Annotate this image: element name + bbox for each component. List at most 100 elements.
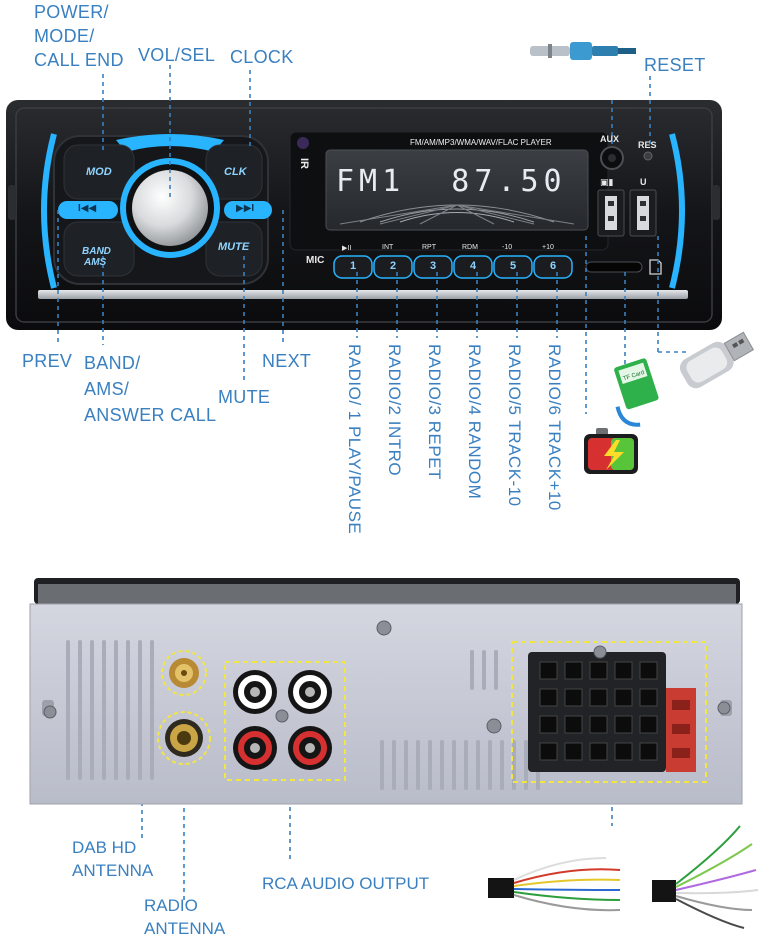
connector-pin (589, 742, 608, 761)
usb-port-1[interactable] (597, 189, 625, 237)
callout-radio5: RADIO/5 TRACK-10 (505, 344, 524, 507)
wiring-connector (511, 641, 707, 783)
chassis-rib (90, 640, 94, 780)
connector-pin (589, 661, 608, 680)
connector-pin (589, 715, 608, 734)
callout-rca-output: RCA AUDIO OUTPUT (262, 874, 430, 893)
mod-button[interactable] (63, 144, 135, 200)
chassis-screws (43, 620, 731, 734)
next-button[interactable] (224, 201, 272, 219)
preset-key-number: 6 (550, 260, 557, 272)
usb1-label: ▣▮ (600, 177, 614, 187)
rca-jack-4 (288, 726, 332, 770)
preset-key-number: 4 (470, 260, 477, 272)
mod-button-label: MOD (86, 166, 112, 178)
aux-label: AUX (600, 134, 620, 144)
chassis-rib (150, 640, 154, 780)
preset-key-top-label: ▶II (342, 245, 352, 252)
connector-pin (639, 715, 658, 734)
chassis-rib (138, 640, 142, 780)
chassis-rib (380, 740, 384, 790)
connector-pin (539, 688, 558, 707)
preset-key-top-label: +10 (542, 244, 554, 251)
callout-radio6: RADIO/6 TRACK+10 (545, 344, 564, 511)
connector-pin (614, 661, 633, 680)
preset-key-top-label: RPT (422, 244, 436, 251)
tf-card-slot[interactable] (585, 259, 662, 275)
right-ports (585, 146, 662, 275)
clk-button-label: CLK (224, 166, 247, 178)
connector-pin (614, 688, 633, 707)
band-ams-button[interactable] (63, 221, 135, 277)
chassis-rib (78, 640, 82, 780)
usb-stick-icon (679, 331, 755, 389)
chassis-rib (126, 640, 130, 780)
ir-label: IR (298, 158, 310, 169)
rca-jack-1 (233, 670, 277, 714)
callout-clock: CLOCK (230, 47, 294, 67)
chassis-rib (470, 650, 474, 690)
volume-knob[interactable] (120, 158, 220, 258)
res-label: RES (638, 140, 657, 150)
rca-jack-3 (233, 726, 277, 770)
connector-pin (614, 715, 633, 734)
ams-button-label: AMS (84, 257, 107, 268)
chassis-rib (452, 740, 456, 790)
preset-key-top-label: RDM (462, 244, 478, 251)
display-area (289, 131, 609, 251)
connector-pin (539, 661, 558, 680)
connector-pin (564, 661, 583, 680)
aux-plug-icon (530, 42, 636, 60)
battery-charging-icon (584, 428, 638, 474)
preset-key-4[interactable] (453, 255, 493, 279)
chassis-rib (524, 740, 528, 790)
chassis-rib (476, 740, 480, 790)
chassis-rib (114, 640, 118, 780)
callout-power: POWER/MODE/CALL END (34, 2, 124, 70)
callout-vol-sel: VOL/SEL (138, 45, 216, 65)
radio-antenna-connector (157, 711, 211, 765)
connector-pin (539, 742, 558, 761)
callout-next: NEXT (262, 351, 312, 371)
callout-radio3: RADIO/3 REPET (425, 344, 444, 480)
lcd-screen (325, 149, 589, 231)
connector-pin (564, 742, 583, 761)
callout-band: BAND/AMS/ANSWER CALL (84, 353, 217, 425)
chassis-rib (482, 650, 486, 690)
band-button-label: BAND (82, 246, 111, 257)
usb-port-2[interactable] (629, 189, 657, 237)
clk-button[interactable] (205, 144, 263, 200)
preset-key-5[interactable] (493, 255, 533, 279)
preset-key-1[interactable] (333, 255, 373, 279)
chassis-rib (416, 740, 420, 790)
callout-mute: MUTE (218, 387, 271, 407)
chassis-rib (494, 650, 498, 690)
chassis-rib (66, 640, 70, 780)
preset-key-number: 3 (430, 260, 437, 272)
usb2-label: U (640, 177, 647, 187)
preset-key-3[interactable] (413, 255, 453, 279)
connector-pin (589, 688, 608, 707)
connector-pin (614, 742, 633, 761)
mute-button[interactable] (205, 221, 263, 277)
preset-keys (333, 255, 573, 279)
next-icon: ▶▶I (236, 203, 255, 214)
reset-hole[interactable] (643, 151, 653, 161)
mic-label: MIC (306, 255, 325, 266)
prev-button[interactable] (58, 201, 118, 219)
rca-audio-output (224, 661, 346, 781)
preset-key-2[interactable] (373, 255, 413, 279)
chassis-rib (488, 740, 492, 790)
mute-button-label: MUTE (218, 241, 250, 253)
callout-radio4: RADIO/4 RANDOM (465, 344, 484, 500)
chassis-rib (464, 740, 468, 790)
connector-pin (539, 715, 558, 734)
chassis-rib (500, 740, 504, 790)
chassis-rib (440, 740, 444, 790)
chassis-rib (404, 740, 408, 790)
prev-icon: I◀◀ (78, 203, 97, 214)
preset-key-6[interactable] (533, 255, 573, 279)
